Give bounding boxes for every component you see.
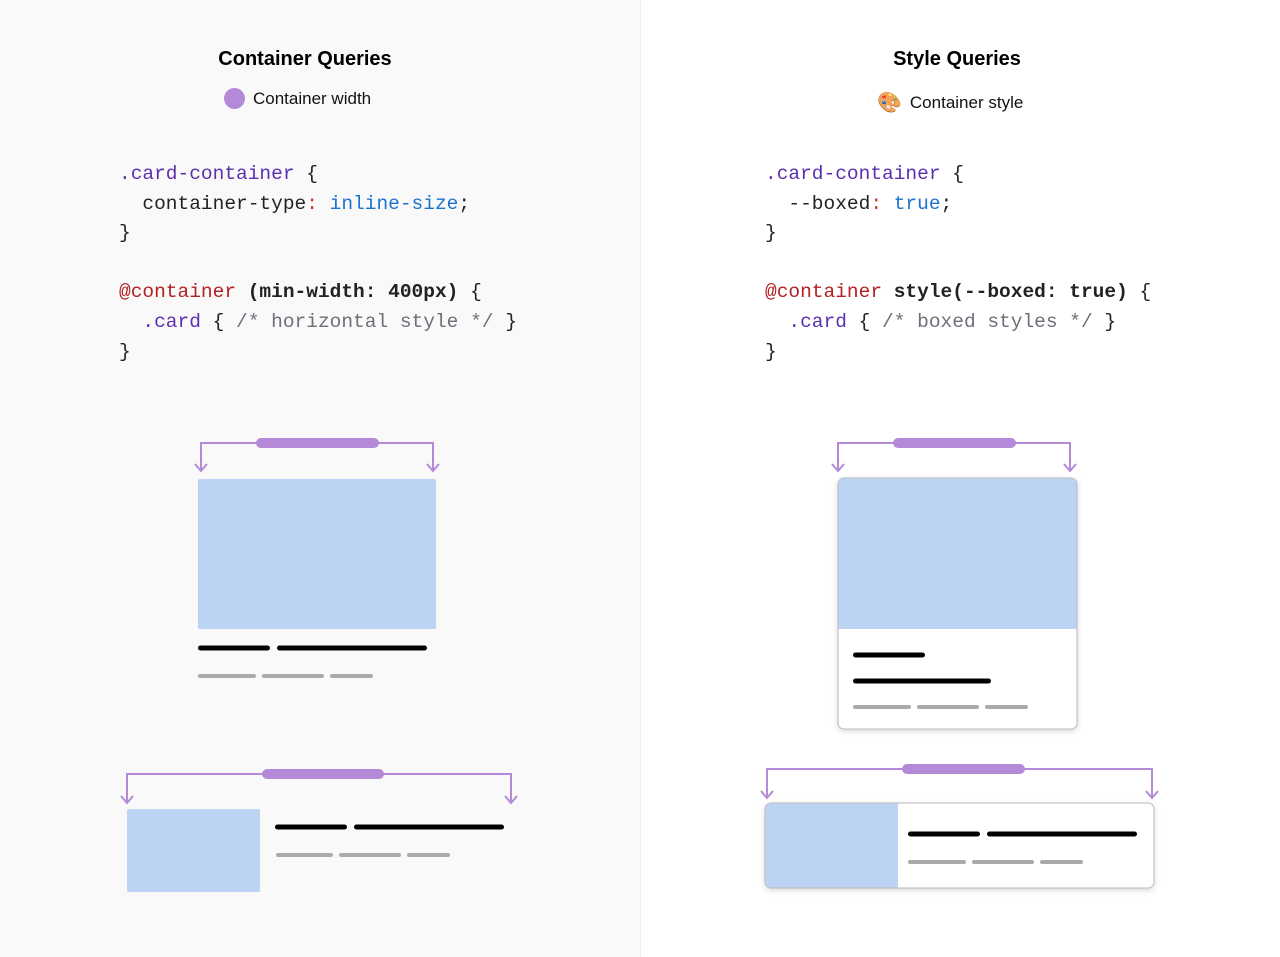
code-value: true (893, 192, 941, 215)
right-code-block: .card-container { --boxed: true; } @cont… (765, 160, 1151, 367)
card-title-line (853, 678, 991, 684)
artist-palette-icon: 🎨 (877, 92, 902, 114)
card-title-line (354, 824, 504, 830)
card-title-line (908, 831, 980, 837)
card-title-line (275, 824, 347, 830)
container-size-pill (893, 438, 1016, 448)
code-brace: } (505, 310, 517, 333)
code-selector: .card (788, 310, 847, 333)
code-selector: .card-container (765, 163, 941, 185)
card-image (127, 809, 260, 892)
code-brace: } (119, 340, 131, 363)
card-text-line (339, 853, 401, 857)
card-text-line (1040, 860, 1083, 864)
left-legend-label: Container width (253, 88, 372, 108)
card-text-line (908, 860, 966, 864)
right-title: Style Queries (893, 48, 1021, 70)
code-property: container-type (142, 192, 307, 215)
code-brace: { (212, 310, 225, 333)
purple-circle-icon (224, 88, 245, 109)
card-title-line (277, 645, 427, 651)
card-image (838, 478, 1077, 629)
card-text-line (276, 853, 333, 857)
code-brace: { (858, 310, 871, 333)
card-text-line (853, 705, 911, 709)
code-brace: } (765, 340, 777, 363)
code-comment: /* boxed styles */ (882, 310, 1093, 333)
card-text-line (917, 705, 979, 709)
left-code-block: .card-container { container-type: inline… (119, 160, 517, 367)
right-legend: 🎨 Container style (877, 90, 1023, 115)
code-brace: } (1104, 310, 1117, 333)
card-text-line (985, 705, 1028, 709)
code-brace: } (765, 222, 777, 245)
card-image (765, 803, 898, 888)
card-text-line (407, 853, 450, 857)
card-title-line (853, 652, 925, 658)
left-title: Container Queries (218, 48, 392, 70)
code-colon: : (306, 192, 318, 215)
code-property: --boxed (788, 192, 871, 215)
card-text-line (972, 860, 1034, 864)
left-legend: Container width (224, 88, 371, 109)
code-brace: { (952, 163, 964, 185)
code-colon: : (870, 192, 883, 215)
code-comment: /* horizontal style */ (236, 310, 494, 333)
code-selector: .card-container (119, 163, 295, 185)
code-at-rule: @container (119, 281, 237, 304)
card-image (198, 479, 436, 629)
card-text-line (330, 674, 373, 678)
code-value: inline-size (329, 192, 459, 215)
code-condition: (min-width: 400px) (247, 281, 459, 304)
code-condition: style(--boxed: true) (893, 281, 1128, 304)
container-size-pill (262, 769, 384, 779)
code-brace: { (1139, 281, 1152, 304)
card-title-line (987, 831, 1137, 837)
code-semicolon: ; (458, 192, 471, 215)
code-brace: { (306, 163, 318, 185)
card-text-line (262, 674, 324, 678)
container-size-pill (256, 438, 379, 448)
code-brace: } (119, 222, 131, 245)
container-size-pill (902, 764, 1025, 774)
code-at-rule: @container (765, 281, 883, 304)
code-selector: .card (142, 310, 201, 333)
code-brace: { (470, 281, 482, 304)
card-text-line (198, 674, 256, 678)
card-title-line (198, 645, 270, 651)
left-panel (640, 0, 641, 957)
code-semicolon: ; (940, 192, 953, 215)
right-legend-label: Container style (909, 92, 1024, 112)
